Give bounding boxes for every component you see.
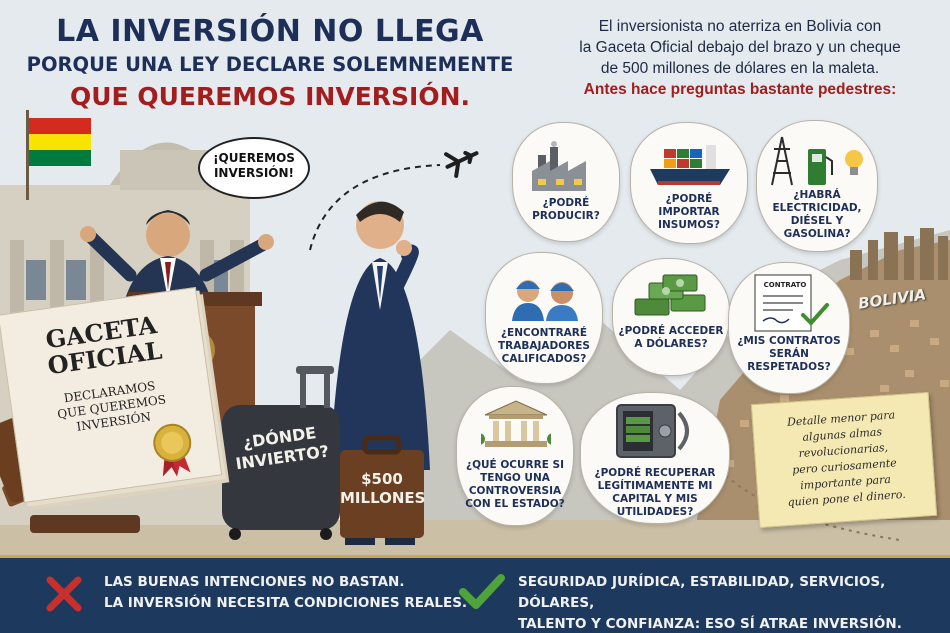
question-bubble-capital: ¿PODRÉ RECUPERAR LEGÍTIMAMENTE MI CAPITA… bbox=[580, 392, 730, 524]
headline: LA INVERSIÓN NO LLEGA PORQUE UNA LEY DEC… bbox=[20, 14, 520, 111]
footer-left-line2: LA INVERSIÓN NECESITA CONDICIONES REALES… bbox=[104, 595, 468, 611]
q7-line4: CON EL ESTADO? bbox=[465, 498, 565, 510]
question-bubble-producir: ¿PODRÉ PRODUCIR? bbox=[512, 122, 620, 242]
intro-line3: de 500 millones de dólares en la maleta. bbox=[600, 60, 880, 77]
speech-line1: ¡QUEREMOS bbox=[213, 151, 295, 165]
q5-line2: A DÓLARES? bbox=[634, 338, 708, 350]
question-bubble-importar: ¿PODRÉ IMPORTAR INSUMOS? bbox=[630, 122, 748, 244]
cross-icon bbox=[46, 576, 82, 612]
light-bulb-icon bbox=[845, 150, 863, 175]
q8-line2: LEGÍTIMAMENTE MI bbox=[597, 480, 713, 492]
check-icon bbox=[459, 574, 505, 609]
q3-line1: ¿HABRÁ bbox=[793, 189, 841, 201]
question-bubble-trabajadores: ¿ENCONTRARÉ TRABAJADORES CALIFICADOS? bbox=[485, 252, 603, 384]
q8-line4: UTILIDADES? bbox=[616, 506, 694, 518]
headline-line1: LA INVERSIÓN NO LLEGA bbox=[56, 14, 484, 49]
briefcase-line2: MILLONES bbox=[340, 489, 426, 507]
money-stack-icon bbox=[634, 274, 706, 316]
q6-line3: RESPETADOS? bbox=[747, 361, 831, 373]
safe-icon bbox=[616, 404, 689, 458]
q1-line1: ¿PODRÉ bbox=[542, 197, 590, 209]
cargo-ship-icon bbox=[650, 145, 730, 185]
airplane-icon bbox=[444, 150, 479, 178]
energy-icons bbox=[771, 136, 863, 186]
check-mark-icon bbox=[801, 303, 829, 326]
power-tower-icon bbox=[771, 136, 793, 186]
question-bubble-electricidad: ¿HABRÁ ELECTRICIDAD, DIÉSEL Y GASOLINA? bbox=[756, 120, 878, 252]
footer-right-line1: SEGURIDAD JURÍDICA, ESTABILIDAD, SERVICI… bbox=[518, 574, 886, 611]
question-bubble-controversia: ¿QUÉ OCURRE SI TENGO UNA CONTROVERSIA CO… bbox=[456, 386, 574, 526]
flight-path bbox=[309, 164, 441, 251]
footer-right-message: SEGURIDAD JURÍDICA, ESTABILIDAD, SERVICI… bbox=[518, 572, 950, 633]
fuel-pump-icon bbox=[808, 149, 833, 185]
courthouse-icon bbox=[481, 400, 551, 447]
footer-banner: LAS BUENAS INTENCIONES NO BASTAN. LA INV… bbox=[0, 555, 950, 633]
speech-bubble: ¡QUEREMOS INVERSIÓN! bbox=[198, 137, 310, 199]
footer-right-line2: TALENTO Y CONFIANZA: ESO SÍ ATRAE INVERS… bbox=[518, 616, 902, 632]
intro-text: El inversionista no aterriza en Bolivia … bbox=[545, 16, 935, 100]
q6-line2: SERÁN bbox=[769, 348, 809, 360]
intro-line1: El inversionista no aterriza en Bolivia … bbox=[598, 18, 882, 35]
gaceta-oficial-document: GACETA OFICIAL DECLARAMOS QUE QUEREMOS I… bbox=[0, 287, 223, 503]
q7-line3: CONTROVERSIA bbox=[468, 485, 562, 497]
briefcase bbox=[340, 435, 424, 538]
briefcase-label: $500 MILLONES bbox=[340, 470, 426, 508]
q8-line1: ¿PODRÉ RECUPERAR bbox=[594, 467, 716, 479]
q3-line2: ELECTRICIDAD, bbox=[772, 202, 862, 214]
contract-icon bbox=[754, 274, 829, 332]
q6-line1: ¿MIS CONTRATOS bbox=[737, 335, 841, 347]
q5-line1: ¿PODRÉ ACCEDER bbox=[618, 325, 724, 337]
briefcase-line1: $500 bbox=[361, 470, 403, 488]
headline-line2: PORQUE UNA LEY DECLARE SOLEMNEMENTE bbox=[26, 53, 514, 76]
intro-highlight: Antes hace preguntas bastante pedestres: bbox=[583, 81, 897, 98]
q4-line3: CALIFICADOS? bbox=[501, 353, 587, 365]
intro-line2: la Gaceta Oficial debajo del brazo y un … bbox=[579, 39, 901, 56]
q4-line2: TRABAJADORES bbox=[498, 340, 590, 352]
q3-line4: GASOLINA? bbox=[783, 228, 851, 240]
q1-line2: PRODUCIR? bbox=[532, 210, 600, 222]
factory-icon bbox=[532, 141, 586, 191]
sticky-note: Detalle menor para algunas almas revoluc… bbox=[750, 391, 938, 529]
question-bubble-contratos: CONTRATO ¿MIS CONTRATOS SERÁN RESPETADOS… bbox=[728, 262, 850, 394]
seal-icon bbox=[153, 423, 192, 477]
speech-line2: INVERSIÓN! bbox=[213, 166, 295, 180]
q2-line3: INSUMOS? bbox=[658, 219, 720, 231]
headline-line3: QUE QUEREMOS INVERSIÓN. bbox=[69, 82, 470, 111]
q3-line3: DIÉSEL Y bbox=[790, 215, 844, 227]
q2-line1: ¿PODRÉ bbox=[665, 193, 713, 205]
footer-left-message: LAS BUENAS INTENCIONES NO BASTAN. LA INV… bbox=[104, 572, 467, 614]
question-bubble-dolares: ¿PODRÉ ACCEDER A DÓLARES? bbox=[612, 258, 730, 376]
suitcase bbox=[222, 366, 340, 540]
q4-line1: ¿ENCONTRARÉ bbox=[500, 327, 588, 339]
q8-line3: CAPITAL Y MIS bbox=[612, 493, 698, 505]
bolivia-flag bbox=[26, 110, 91, 200]
q7-line2: TENGO UNA bbox=[480, 472, 550, 484]
footer-left-line1: LAS BUENAS INTENCIONES NO BASTAN. bbox=[104, 574, 405, 590]
workers-icon bbox=[512, 280, 578, 321]
q2-line2: IMPORTAR bbox=[658, 206, 720, 218]
contract-label: CONTRATO bbox=[763, 281, 807, 289]
q7-line1: ¿QUÉ OCURRE SI bbox=[466, 459, 564, 471]
